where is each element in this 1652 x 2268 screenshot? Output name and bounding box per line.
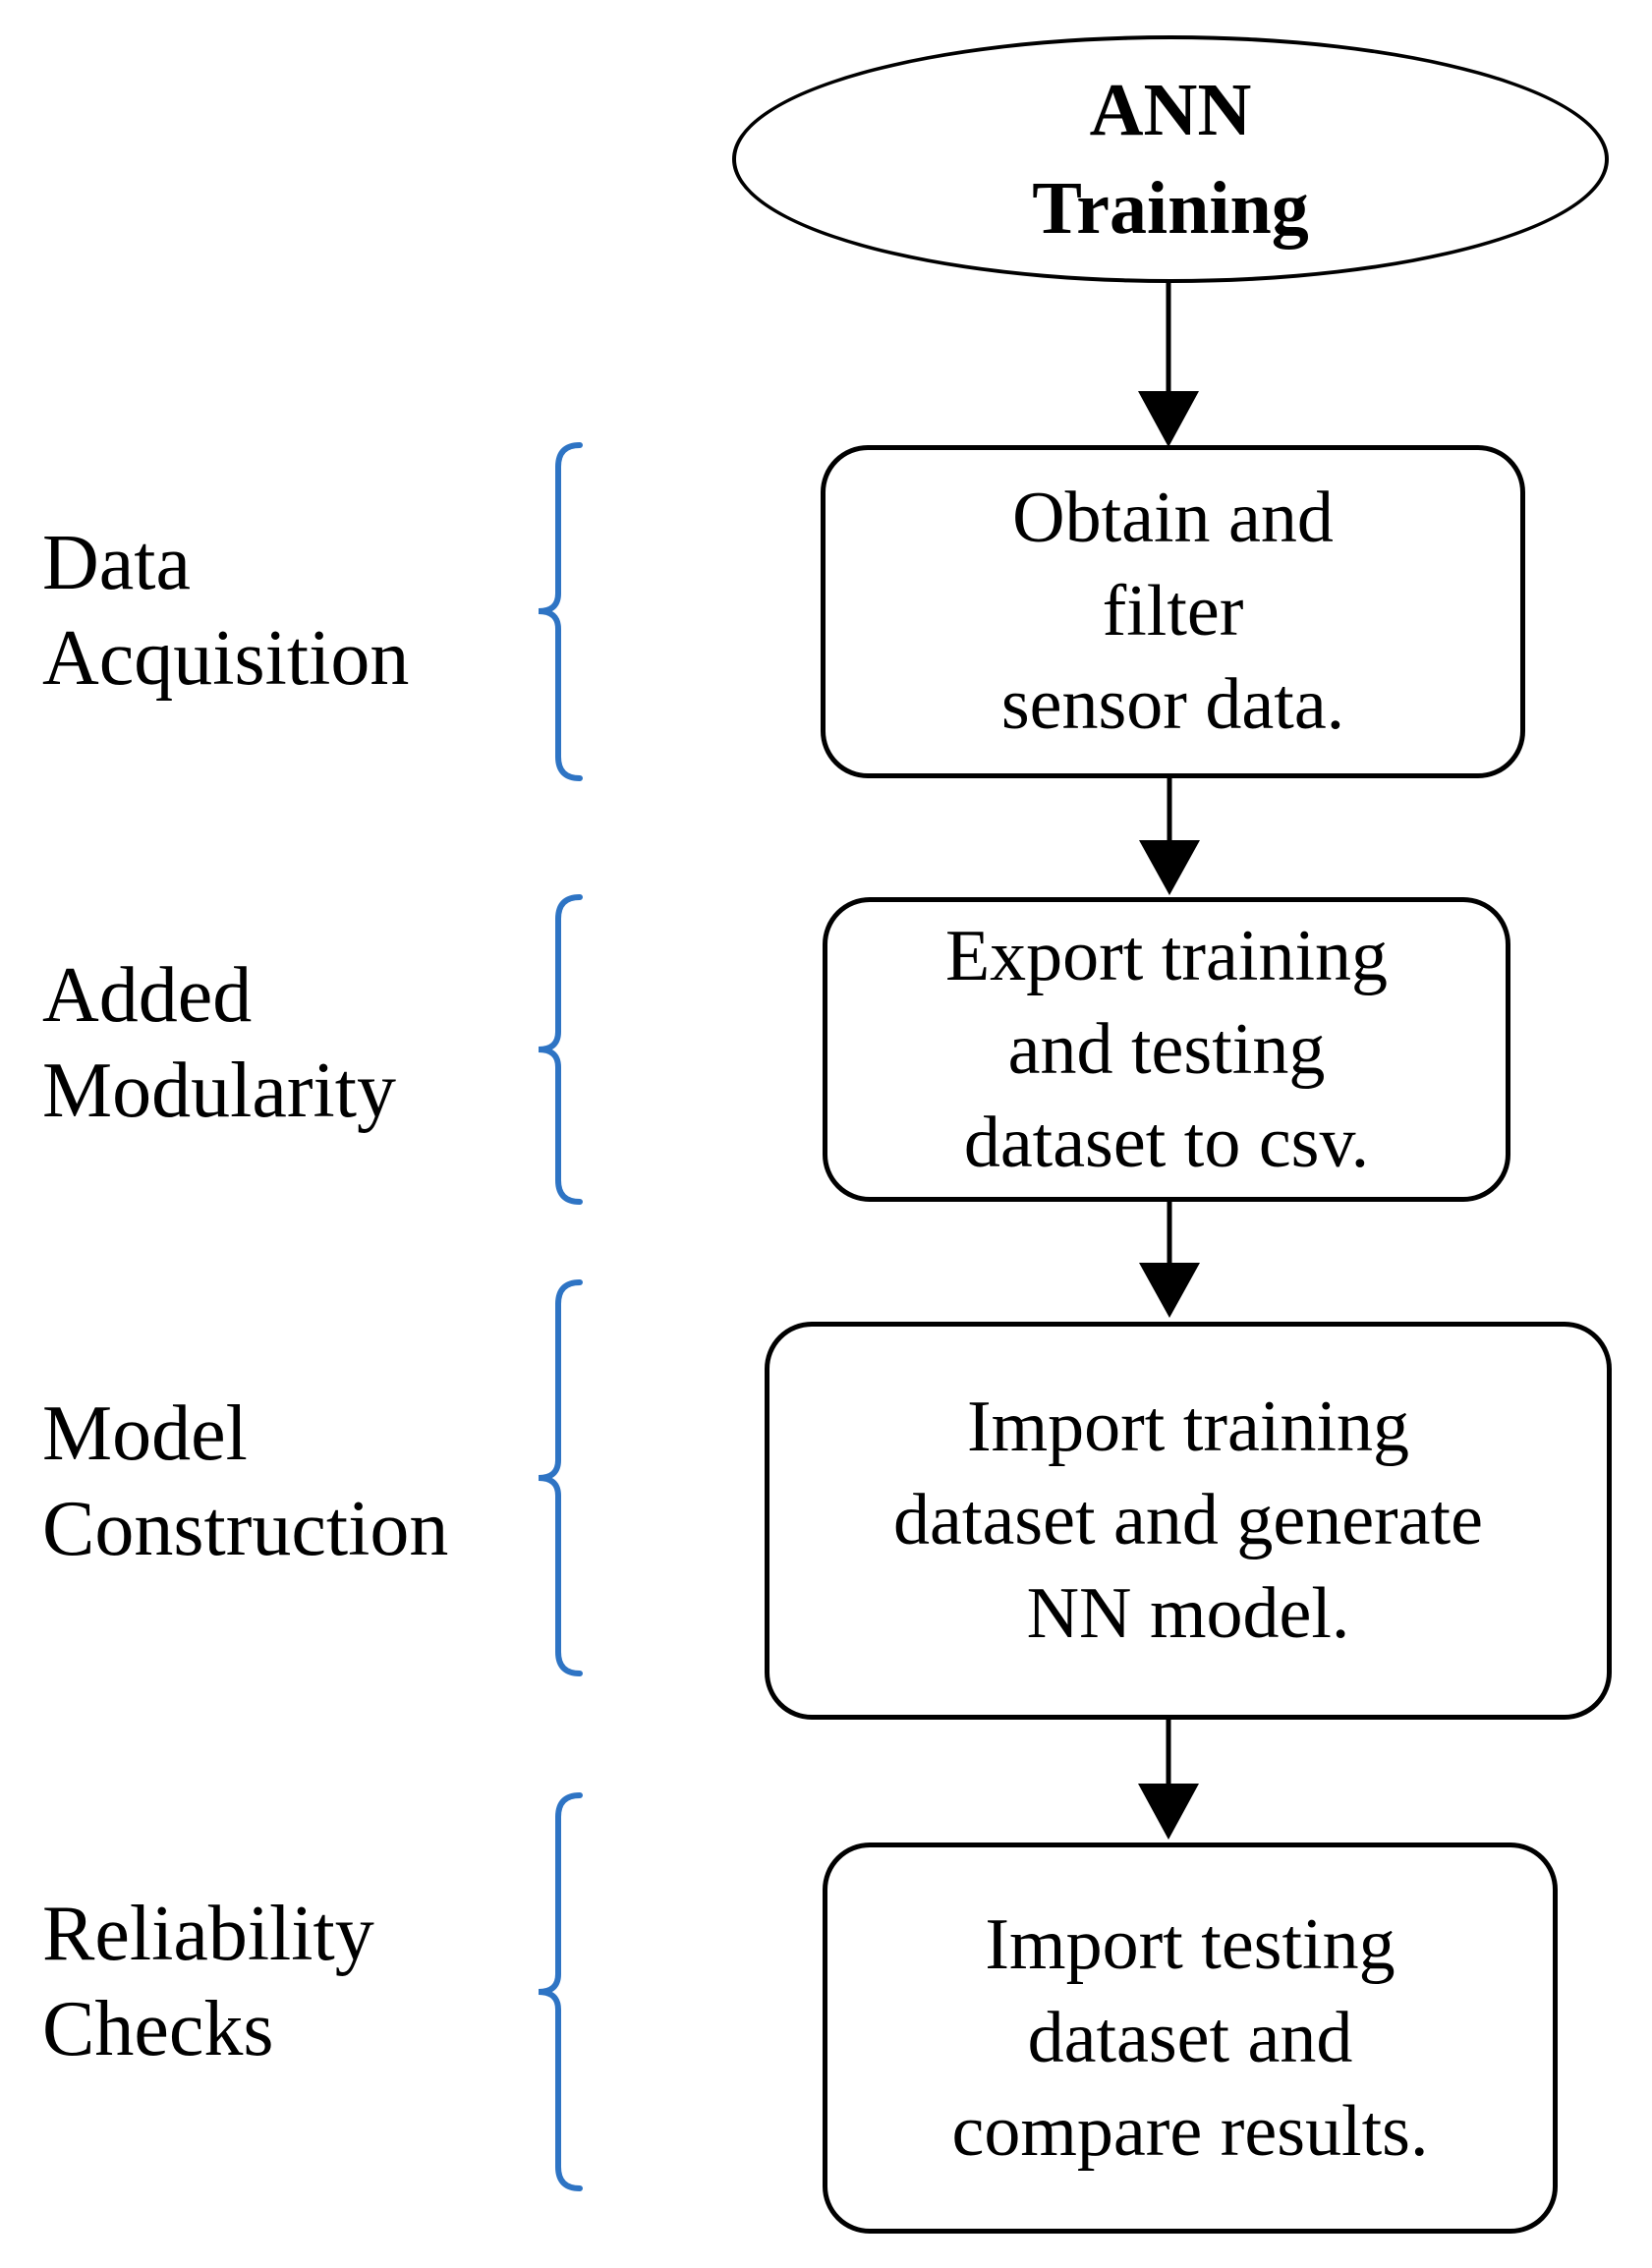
stage-label-line: Checks [42, 1986, 274, 2072]
arrow-down-icon [1139, 776, 1200, 895]
arrow-down-icon [1138, 1718, 1199, 1840]
stage-label-data-acquisition: Data Acquisition [42, 516, 409, 707]
stage-label-reliability-checks: Reliability Checks [42, 1887, 374, 2077]
process-box-line: dataset and [1027, 1997, 1353, 2078]
process-box-line: dataset to csv. [963, 1102, 1370, 1183]
left-curly-brace-icon [538, 1279, 583, 1676]
terminator-ann-training: ANN Training [732, 35, 1609, 283]
title-line: Training [1032, 167, 1309, 250]
process-box-line: Obtain and [1012, 478, 1334, 558]
stage-label-added-modularity: Added Modularity [42, 948, 396, 1139]
process-box-obtain-filter-sensor-data: Obtain and filter sensor data. [821, 445, 1525, 778]
process-box-line: Import training [966, 1387, 1410, 1467]
stage-label-line: Data [42, 520, 192, 606]
process-box-line: filter [1102, 571, 1244, 652]
process-box-import-testing-compare-results: Import testing dataset and compare resul… [823, 1843, 1558, 2234]
process-box-line: Import testing [985, 1903, 1396, 1985]
left-curly-brace-icon [538, 442, 583, 781]
stage-label-line: Model [42, 1390, 248, 1477]
stage-label-line: Acquisition [42, 615, 410, 702]
left-curly-brace-icon [538, 894, 583, 1205]
stage-label-line: Reliability [42, 1891, 374, 1977]
stage-label-line: Construction [42, 1486, 449, 1572]
process-box-import-training-generate-model: Import training dataset and generate NN … [765, 1322, 1612, 1720]
stage-label-line: Modularity [42, 1048, 396, 1134]
stage-label-model-construction: Model Construction [42, 1387, 448, 1577]
stage-label-line: Added [42, 952, 253, 1039]
arrow-down-icon [1138, 277, 1199, 447]
process-box-line: Export training [944, 915, 1389, 996]
left-curly-brace-icon [538, 1792, 583, 2191]
process-box-line: NN model. [1026, 1573, 1350, 1654]
title-line: ANN [1089, 69, 1252, 151]
arrow-down-icon [1139, 1200, 1200, 1318]
process-box-export-dataset-csv: Export training and testing dataset to c… [823, 897, 1510, 1202]
process-box-line: dataset and generate [893, 1480, 1483, 1560]
process-box-line: sensor data. [1000, 664, 1345, 745]
process-box-line: compare results. [951, 2090, 1429, 2172]
process-box-line: and testing [1007, 1008, 1326, 1090]
